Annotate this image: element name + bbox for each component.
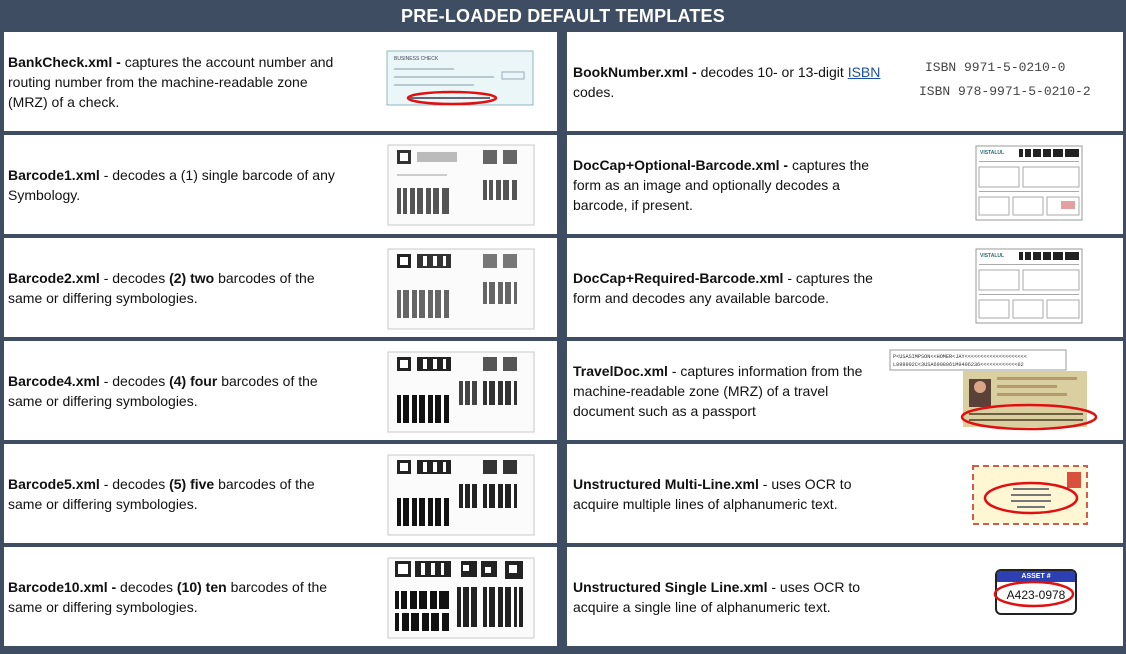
asset-tag-label: ASSET # xyxy=(997,571,1075,582)
template-name: DocCap+Required-Barcode.xml xyxy=(573,269,784,286)
form-brand: VISTALUL xyxy=(980,253,1004,259)
mrz-line-1: P<USASIMPSON<<HOMER<JAY<<<<<<<<<<<<<<<<<… xyxy=(893,354,1027,360)
template-description: - captures the form and decodes any avai… xyxy=(573,269,873,306)
isbn-10: ISBN 9971-5-0210-0 xyxy=(925,60,1066,75)
template-name: Barcode10.xml - xyxy=(8,578,117,595)
template-description: barcodes of the same or differing symbol… xyxy=(8,578,328,615)
asset-tag-value: A423-0978 xyxy=(1006,588,1066,602)
template-name: Barcode1.xml xyxy=(8,166,100,183)
isbn-13: ISBN 978-9971-5-0210-2 xyxy=(919,84,1091,99)
isbn-samples: ISBN 9971-5-0210-0 ISBN 978-9971-5-0210-… xyxy=(919,56,1119,104)
asset-tag: ASSET # A423-0978 xyxy=(995,569,1077,615)
template-booknumber[interactable]: BookNumber.xml - decodes 10- or 13-digit… xyxy=(567,32,1123,131)
template-barcode1[interactable]: Barcode1.xml - decodes a (1) single barc… xyxy=(4,135,557,234)
template-description: - captures information from the machine-… xyxy=(573,362,863,419)
barcode-count: (10) ten xyxy=(176,578,227,595)
barcode-count: (2) two xyxy=(169,269,215,286)
template-name: TravelDoc.xml xyxy=(573,362,668,379)
template-barcode2[interactable]: Barcode2.xml - decodes (2) two barcodes … xyxy=(4,238,557,337)
check-thumbnail: BUSINESS CHECK xyxy=(386,50,534,106)
passport-thumbnail: P<USASIMPSON<<HOMER<JAY<<<<<<<<<<<<<<<<<… xyxy=(889,349,1098,431)
form-thumbnail: VISTALUL xyxy=(975,248,1083,324)
template-unstructured-multiline[interactable]: Unstructured Multi-Line.xml - uses OCR t… xyxy=(567,444,1123,543)
template-name: Barcode2.xml xyxy=(8,269,100,286)
check-label: BUSINESS CHECK xyxy=(394,56,439,62)
template-description: captures the account number and routing … xyxy=(8,53,334,110)
template-description: - uses OCR to acquire a single line of a… xyxy=(573,578,861,615)
template-unstructured-singleline[interactable]: Unstructured Single Line.xml - uses OCR … xyxy=(567,547,1123,646)
template-description: decodes xyxy=(116,578,177,595)
template-name: BankCheck.xml - xyxy=(8,53,121,70)
template-name: Barcode4.xml xyxy=(8,372,100,389)
template-description: - decodes xyxy=(99,269,170,286)
template-bankcheck[interactable]: BankCheck.xml - captures the account num… xyxy=(4,32,557,131)
template-traveldoc[interactable]: TravelDoc.xml - captures information fro… xyxy=(567,341,1123,440)
template-description: barcodes of the same or differing symbol… xyxy=(8,269,315,306)
mrz-line-2: L898902C<3USA6908061M9406236<<<<<<<<<<<<… xyxy=(893,362,1024,368)
template-name: BookNumber.xml - xyxy=(573,63,697,80)
template-description: decodes 10- or 13-digit xyxy=(696,63,848,80)
barcode-count: (4) four xyxy=(169,372,218,389)
barcode-label-thumbnail xyxy=(387,351,535,433)
form-brand: VISTALUL xyxy=(980,150,1004,156)
isbn-link[interactable]: ISBN xyxy=(847,63,881,80)
barcode-label-thumbnail xyxy=(387,248,535,330)
barcode-label-thumbnail xyxy=(387,454,535,536)
template-name: Barcode5.xml xyxy=(8,475,100,492)
barcode-label-thumbnail xyxy=(387,557,535,639)
template-doccap-optional-barcode[interactable]: DocCap+Optional-Barcode.xml - captures t… xyxy=(567,135,1123,234)
template-description: codes. xyxy=(573,83,615,100)
template-description: barcodes of the same or differing symbol… xyxy=(8,475,315,512)
template-name: Unstructured Multi-Line.xml xyxy=(573,475,759,492)
template-doccap-required-barcode[interactable]: DocCap+Required-Barcode.xml - captures t… xyxy=(567,238,1123,337)
template-barcode10[interactable]: Barcode10.xml - decodes (10) ten barcode… xyxy=(4,547,557,646)
panel-title: PRE-LOADED DEFAULT TEMPLATES xyxy=(401,5,725,26)
template-description: barcodes of the same or differing symbol… xyxy=(8,372,318,409)
envelope-thumbnail xyxy=(972,465,1088,525)
template-barcode5[interactable]: Barcode5.xml - decodes (5) five barcodes… xyxy=(4,444,557,543)
highlight-ring xyxy=(993,580,1075,608)
template-description: - decodes a (1) single barcode of any Sy… xyxy=(8,166,335,203)
barcode-count: (5) five xyxy=(169,475,215,492)
template-description: - decodes xyxy=(99,475,170,492)
template-description: - decodes xyxy=(99,372,170,389)
template-description: - uses OCR to acquire multiple lines of … xyxy=(573,475,852,512)
template-description: captures the form as an image and option… xyxy=(573,156,870,213)
template-name: DocCap+Optional-Barcode.xml - xyxy=(573,156,789,173)
form-thumbnail: VISTALUL xyxy=(975,145,1083,221)
template-barcode4[interactable]: Barcode4.xml - decodes (4) four barcodes… xyxy=(4,341,557,440)
barcode-label-thumbnail xyxy=(387,144,535,226)
template-name: Unstructured Single Line.xml xyxy=(573,578,768,595)
